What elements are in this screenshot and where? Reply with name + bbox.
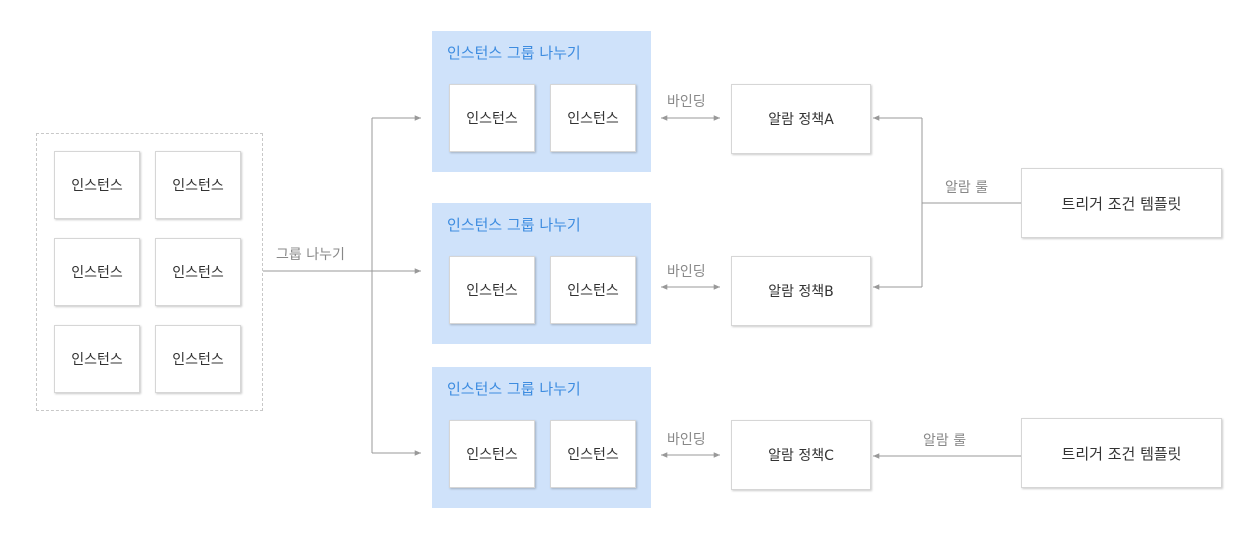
group-instance[interactable]: 인스턴스 <box>550 256 636 324</box>
instance-group-a: 인스턴스 그룹 나누기 인스턴스 인스턴스 <box>432 31 651 172</box>
source-instance[interactable]: 인스턴스 <box>155 238 241 306</box>
instance-group-c: 인스턴스 그룹 나누기 인스턴스 인스턴스 <box>432 367 651 508</box>
binding-label-a: 바인딩 <box>667 94 706 110</box>
group-split-label: 그룹 나누기 <box>276 247 345 263</box>
alarm-policy-a[interactable]: 알람 정책A <box>731 84 871 154</box>
group-instance[interactable]: 인스턴스 <box>550 84 636 152</box>
alarm-policy-c[interactable]: 알람 정책C <box>731 420 871 490</box>
alarm-policy-b[interactable]: 알람 정책B <box>731 256 871 326</box>
group-instance[interactable]: 인스턴스 <box>449 420 535 488</box>
group-title: 인스턴스 그룹 나누기 <box>447 216 581 234</box>
source-instance[interactable]: 인스턴스 <box>54 151 140 219</box>
source-instance[interactable]: 인스턴스 <box>155 151 241 219</box>
instance-group-b: 인스턴스 그룹 나누기 인스턴스 인스턴스 <box>432 203 651 344</box>
binding-label-c: 바인딩 <box>667 432 706 448</box>
alarm-rule-label: 알람 룰 <box>923 433 967 449</box>
alarm-rule-label: 알람 룰 <box>945 180 989 196</box>
source-instance[interactable]: 인스턴스 <box>54 325 140 393</box>
group-instance[interactable]: 인스턴스 <box>550 420 636 488</box>
group-title: 인스턴스 그룹 나누기 <box>447 44 581 62</box>
source-instance[interactable]: 인스턴스 <box>155 325 241 393</box>
group-instance[interactable]: 인스턴스 <box>449 256 535 324</box>
group-title: 인스턴스 그룹 나누기 <box>447 380 581 398</box>
binding-label-b: 바인딩 <box>667 264 706 280</box>
source-instance-pool <box>36 133 263 411</box>
source-instance[interactable]: 인스턴스 <box>54 238 140 306</box>
trigger-condition-template[interactable]: 트리거 조건 템플릿 <box>1021 418 1222 488</box>
trigger-condition-template[interactable]: 트리거 조건 템플릿 <box>1021 168 1222 238</box>
group-instance[interactable]: 인스턴스 <box>449 84 535 152</box>
